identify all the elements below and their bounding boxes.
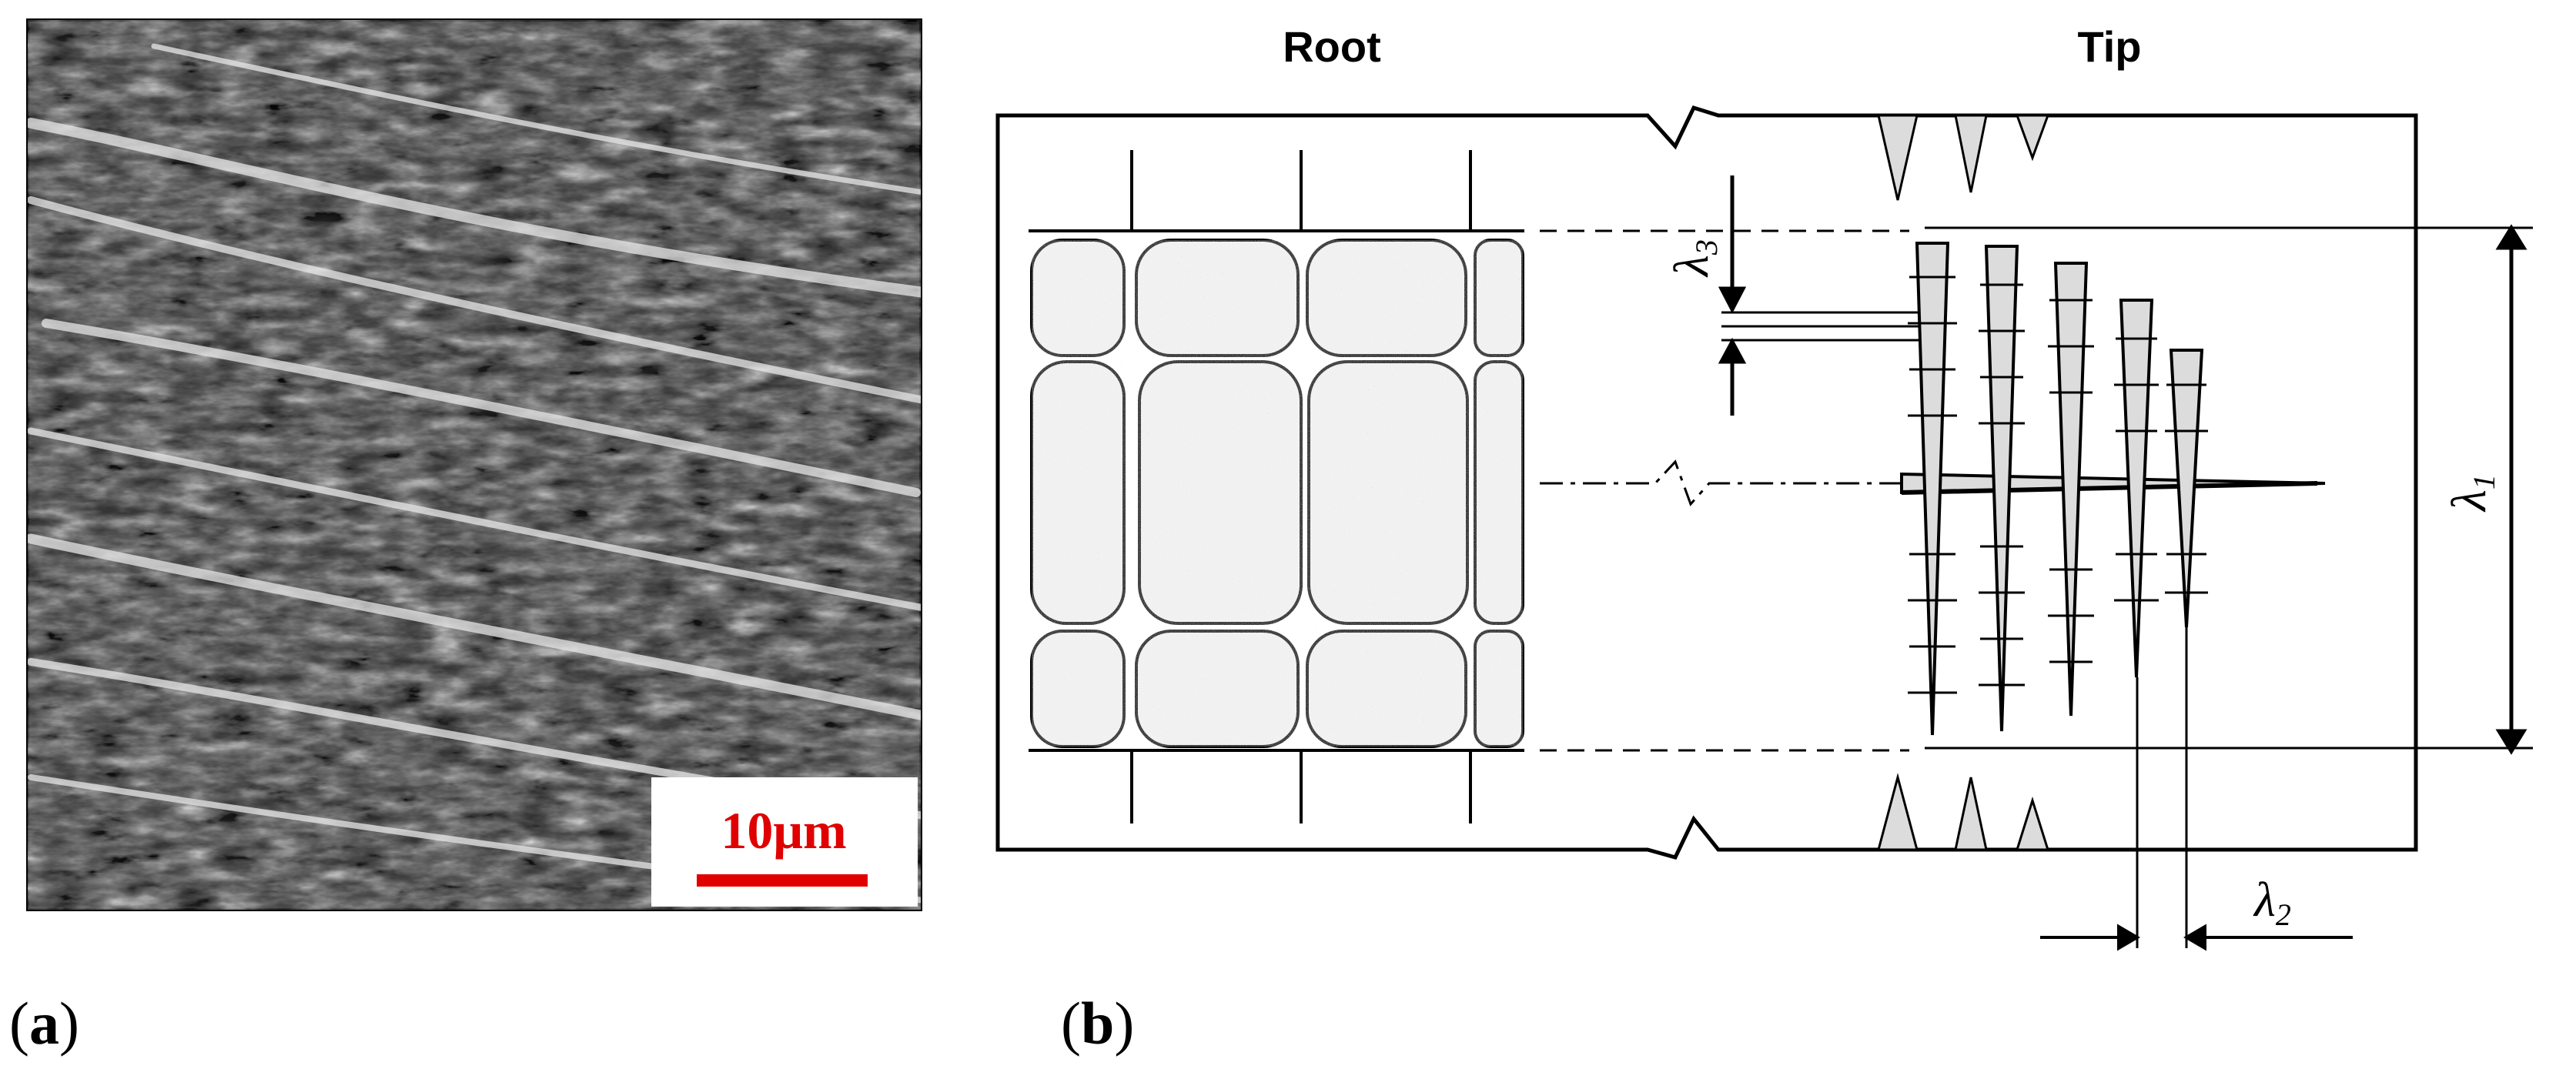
lambda3-marker [1718, 175, 1747, 416]
panel-b-label: (b) [1061, 990, 1134, 1057]
scale-bar [697, 874, 868, 887]
root-cells [1029, 150, 1524, 823]
diagram-frame [995, 105, 2418, 860]
panel-a-label: (a) [9, 990, 79, 1057]
dendrites [1877, 114, 2326, 851]
lambda1-label: λ1 [2441, 474, 2501, 513]
neighbour-dendrites-top [1877, 114, 2050, 201]
lambda3-label: λ3 [1664, 239, 1724, 278]
lambda2-marker [2040, 627, 2353, 951]
sem-image [28, 20, 921, 910]
tip-heading: Tip [2078, 22, 2142, 71]
neighbour-dendrites-bottom [1877, 773, 2050, 851]
panel-b: Root Tip [995, 22, 2533, 1057]
secondary-arms [1915, 242, 2204, 736]
lambda2-label: λ2 [2253, 872, 2291, 932]
arm-side-branches [1908, 276, 2208, 694]
lambda1-marker [2416, 224, 2533, 755]
root-heading: Root [1283, 22, 1381, 71]
panel-a: 10μm (a) [9, 18, 922, 1057]
scale-bar-label: 10μm [721, 801, 846, 860]
